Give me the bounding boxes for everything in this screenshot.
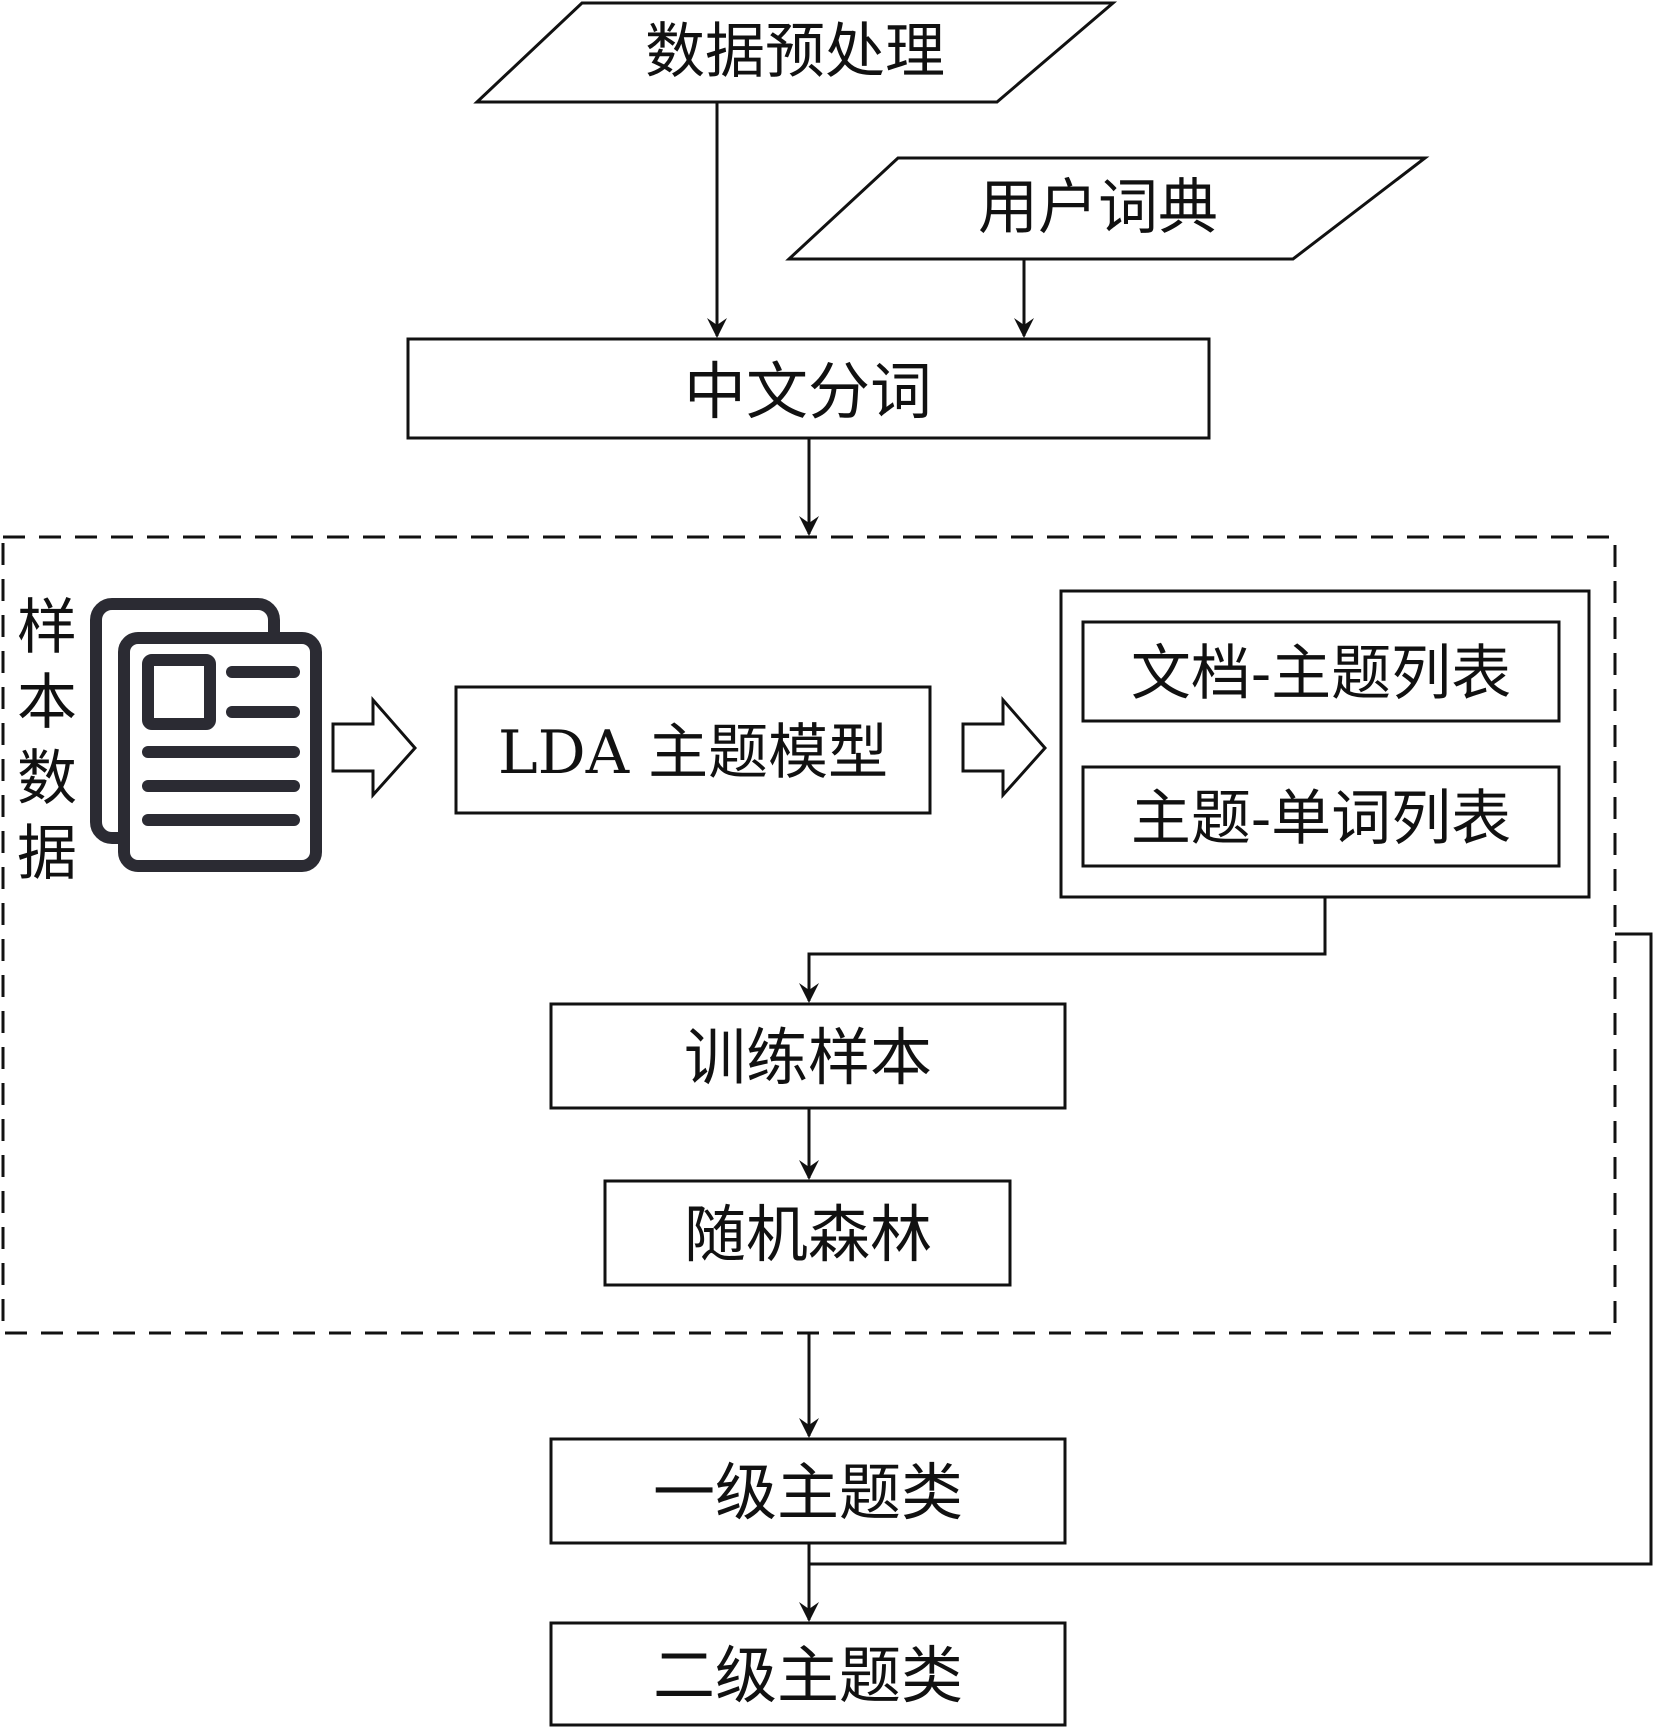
- data-preprocessing-label: 数据预处理: [645, 17, 945, 87]
- level1-topic-label: 一级主题类: [653, 1456, 963, 1529]
- hollow-arrow-icon: [961, 696, 1048, 799]
- sample-data-char: 样: [17, 593, 77, 663]
- level2-topic-label: 二级主题类: [653, 1639, 963, 1712]
- level1-topic-node: 一级主题类: [549, 1437, 1067, 1545]
- user-dictionary-label: 用户词典: [978, 173, 1218, 243]
- doc-topic-list-label: 文档-主题列表: [1131, 639, 1511, 709]
- sample-data-char: 数: [17, 744, 77, 814]
- topic-word-list-label: 主题-单词列表: [1131, 784, 1511, 854]
- data-preprocessing-node: 数据预处理: [473, 1, 1118, 104]
- training-samples-label: 训练样本: [684, 1021, 932, 1094]
- user-dictionary-node: 用户词典: [785, 156, 1430, 261]
- random-forest-node: 随机森林: [603, 1179, 1012, 1287]
- level2-topic-node: 二级主题类: [549, 1621, 1067, 1727]
- doc-topic-list-node: 文档-主题列表: [1081, 620, 1561, 723]
- lda-model-node: LDA 主题模型: [454, 685, 932, 815]
- hollow-arrow-icon: [331, 696, 418, 799]
- lda-model-label: LDA 主题模型: [498, 718, 888, 788]
- sample-data-label: 样 本 数 据: [17, 593, 77, 889]
- sample-data-char: 据: [17, 819, 77, 889]
- chinese-segmentation-node: 中文分词: [406, 337, 1211, 440]
- sample-data-char: 本: [17, 668, 77, 738]
- arrow-lists-to-training: [799, 897, 1327, 1003]
- training-samples-node: 训练样本: [549, 1002, 1067, 1110]
- topic-word-list-node: 主题-单词列表: [1081, 765, 1561, 868]
- chinese-segmentation-label: 中文分词: [684, 355, 932, 428]
- random-forest-label: 随机森林: [684, 1198, 932, 1271]
- document-stack-icon: [90, 598, 322, 872]
- feedback-line-to-level2: [809, 932, 1653, 1566]
